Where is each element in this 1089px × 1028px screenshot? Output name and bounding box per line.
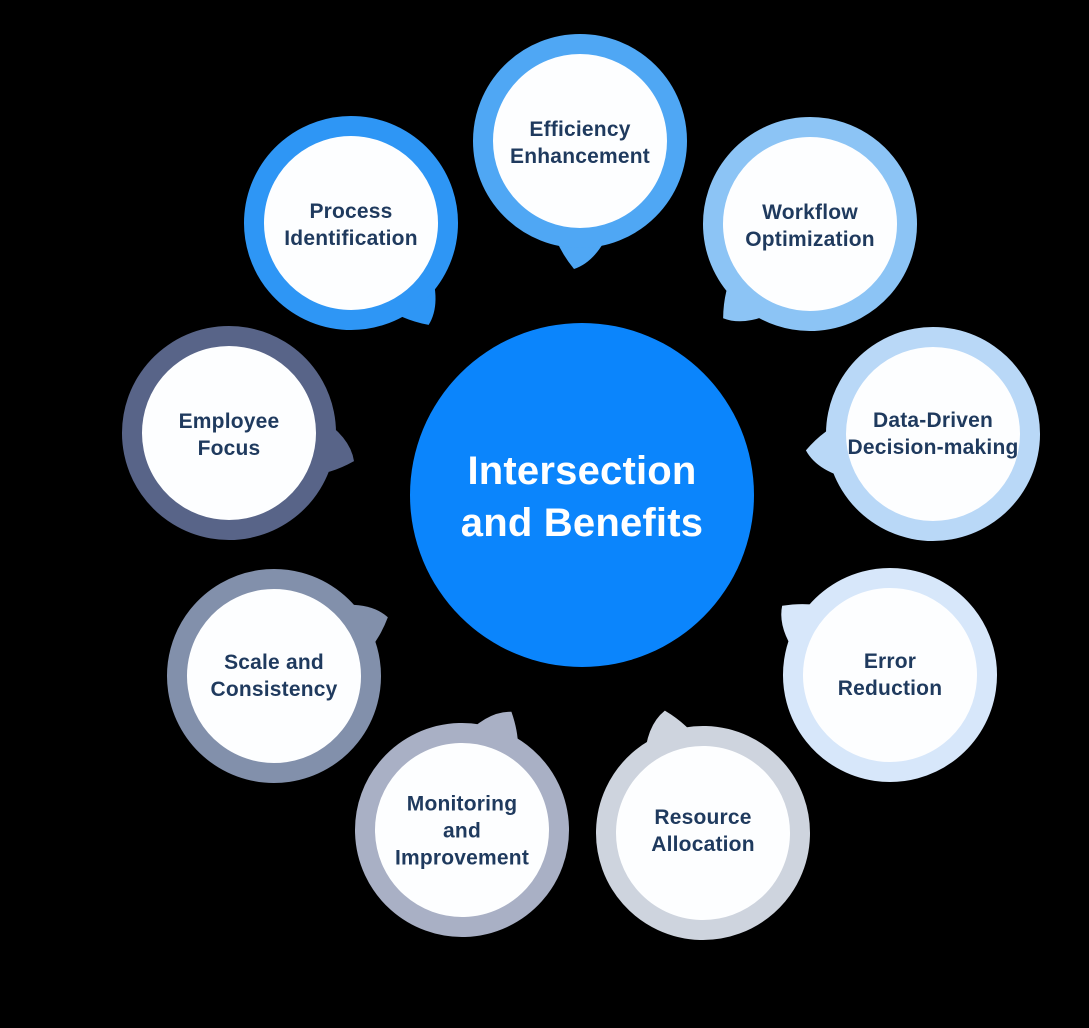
bubble-error-reduction — [781, 568, 997, 782]
bubble-employee-focus — [122, 326, 355, 540]
bubble-label-data-driven-decision-making: Data-Driven Decision-making — [847, 409, 1019, 459]
bubble-label-scale-and-consistency: Scale and Consistency — [210, 651, 338, 701]
bubble-process-identification — [244, 116, 458, 330]
center-circle — [410, 323, 754, 667]
bubble-label-efficiency-enhancement: Efficiency Enhancement — [510, 118, 650, 168]
bubble-ring — [355, 723, 569, 937]
bubble-data-driven-decision-making — [805, 327, 1040, 541]
bubble-label-process-identification: Process Identification — [284, 200, 418, 250]
bubble-workflow-optimization — [703, 117, 917, 331]
bubble-ring — [596, 726, 810, 940]
bubble-ring — [244, 116, 458, 330]
bubble-label-workflow-optimization: Workflow Optimization — [745, 201, 875, 251]
bubble-label-monitoring-and-improvement: Monitoring and Improvement — [394, 792, 530, 870]
bubble-ring — [473, 34, 687, 248]
bubble-efficiency-enhancement — [473, 34, 687, 269]
bubble-ring — [703, 117, 917, 331]
bubble-monitoring-and-improvement — [355, 711, 569, 937]
bubble-label-employee-focus: Employee Focus — [178, 410, 280, 460]
bubble-ring — [783, 568, 997, 782]
bubble-scale-and-consistency — [167, 569, 388, 783]
bubble-label-error-reduction: Error Reduction — [837, 650, 943, 700]
bubble-ring — [826, 327, 1040, 541]
bubble-resource-allocation — [596, 710, 810, 940]
bubble-label-resource-allocation: Resource Allocation — [651, 806, 755, 856]
center-label: Intersection and Benefits — [460, 449, 704, 545]
bubble-ring — [122, 326, 336, 540]
bubble-ring — [167, 569, 381, 783]
